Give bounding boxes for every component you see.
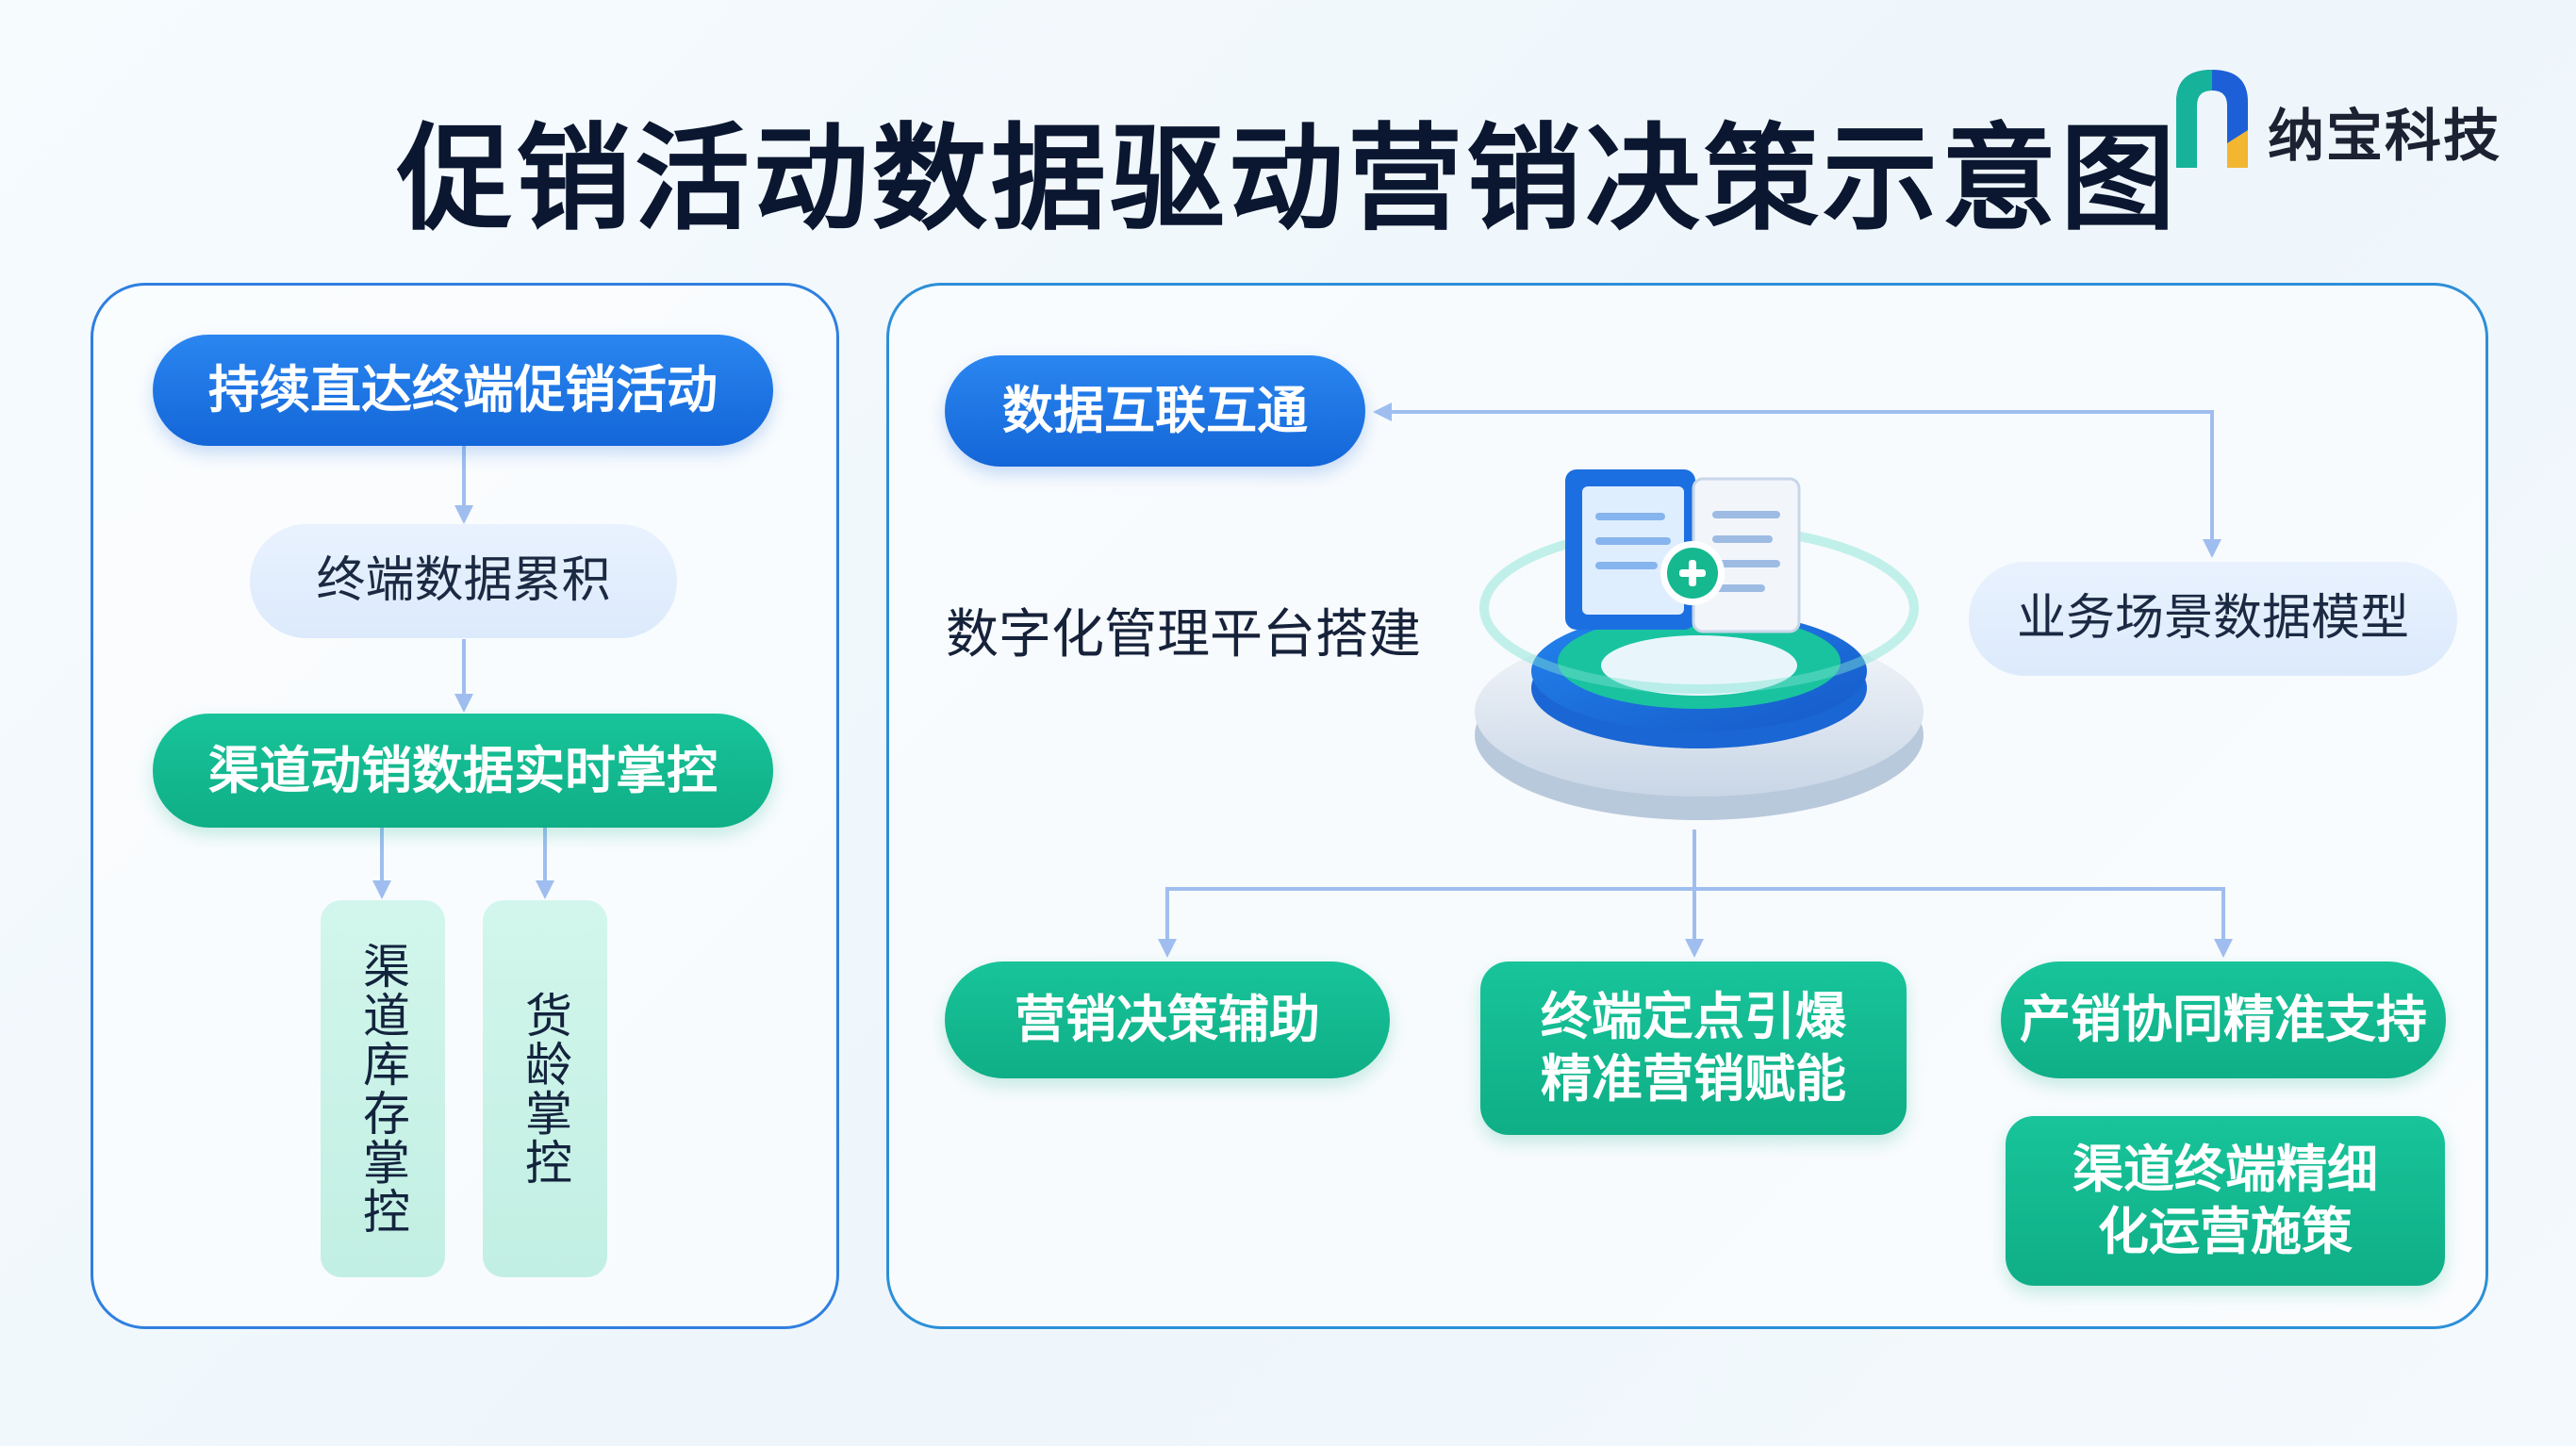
step-channel-sales-data-control: 渠道动销数据实时掌控 <box>153 714 773 828</box>
step-terminal-data-accumulation: 终端数据累积 <box>250 524 677 638</box>
outcome-refined-channel-operations: 渠道终端精细化运营施策 <box>2006 1116 2445 1286</box>
document-platform-icon <box>1475 469 1924 820</box>
label-digital-platform: 数字化管理平台搭建 <box>946 604 1421 665</box>
page-title: 促销活动数据驱动营销决策示意图 <box>397 112 2179 246</box>
outcome-precision-marketing-empowerment: 终端定点引爆精准营销赋能 <box>1480 961 1907 1135</box>
brand-name: 纳宝科技 <box>2268 104 2502 170</box>
brand-logo: 纳宝科技 <box>2169 64 2527 177</box>
branch-channel-inventory-control: 渠道库存掌控 <box>321 900 445 1277</box>
brand-logo-icon <box>2176 70 2248 168</box>
step-continuous-promotion: 持续直达终端促销活动 <box>153 335 773 446</box>
node-data-interconnection: 数据互联互通 <box>945 355 1365 467</box>
outcome-production-sales-coordination: 产销协同精准支持 <box>2001 961 2446 1078</box>
node-business-scenario-model: 业务场景数据模型 <box>1969 562 2457 676</box>
branch-stock-age-control: 货龄掌控 <box>483 900 607 1277</box>
outcome-marketing-decision-support: 营销决策辅助 <box>945 961 1390 1078</box>
